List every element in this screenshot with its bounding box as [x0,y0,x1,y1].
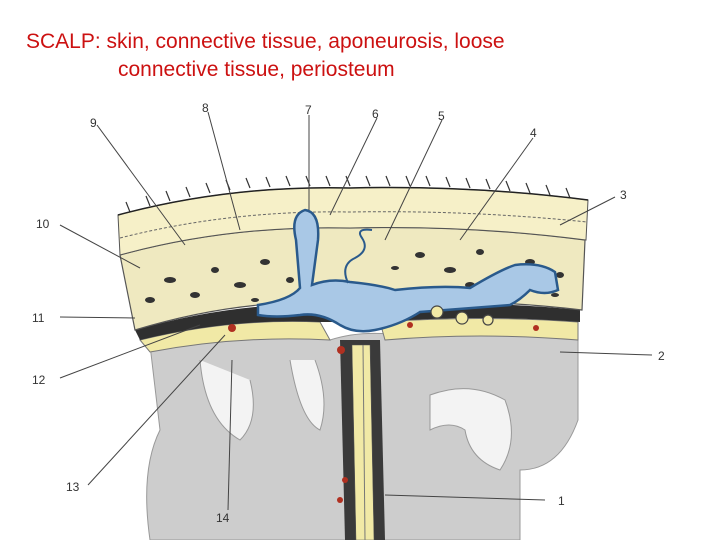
title-line-2: connective tissue, periosteum [118,58,395,81]
label-5: 5 [438,109,445,123]
falx-inner [351,344,375,540]
cerebral-vessels [228,322,539,503]
label-4: 4 [530,126,537,140]
diploe-pattern [145,249,564,303]
label-10: 10 [36,217,50,231]
label-7: 7 [305,103,312,117]
brain-sulcus-left [199,359,254,441]
label-3: 3 [620,188,627,202]
label-2: 2 [658,349,665,363]
label-11: 11 [32,311,45,325]
arachnoid-granulations [430,305,494,326]
title-line-1: SCALP: skin, connective tissue, aponeuro… [26,30,505,53]
diagram-title: SCALP: skin, connective tissue, aponeuro… [0,28,720,84]
label-9: 9 [90,116,97,130]
aponeurosis-line [119,211,588,239]
leader-lines [59,111,653,511]
arachnoid-layer-right [379,318,579,341]
arachnoid-layer [139,320,331,353]
label-14: 14 [216,511,230,525]
brain-sulcus-mid [289,359,325,431]
label-8: 8 [202,101,209,115]
superior-sagittal-sinus [256,208,560,333]
label-12: 12 [32,373,46,387]
brain-sulcus-right [429,388,512,471]
label-1: 1 [558,494,565,508]
label-6: 6 [372,107,379,121]
label-13: 13 [66,480,80,494]
diploic-vein [344,228,373,284]
